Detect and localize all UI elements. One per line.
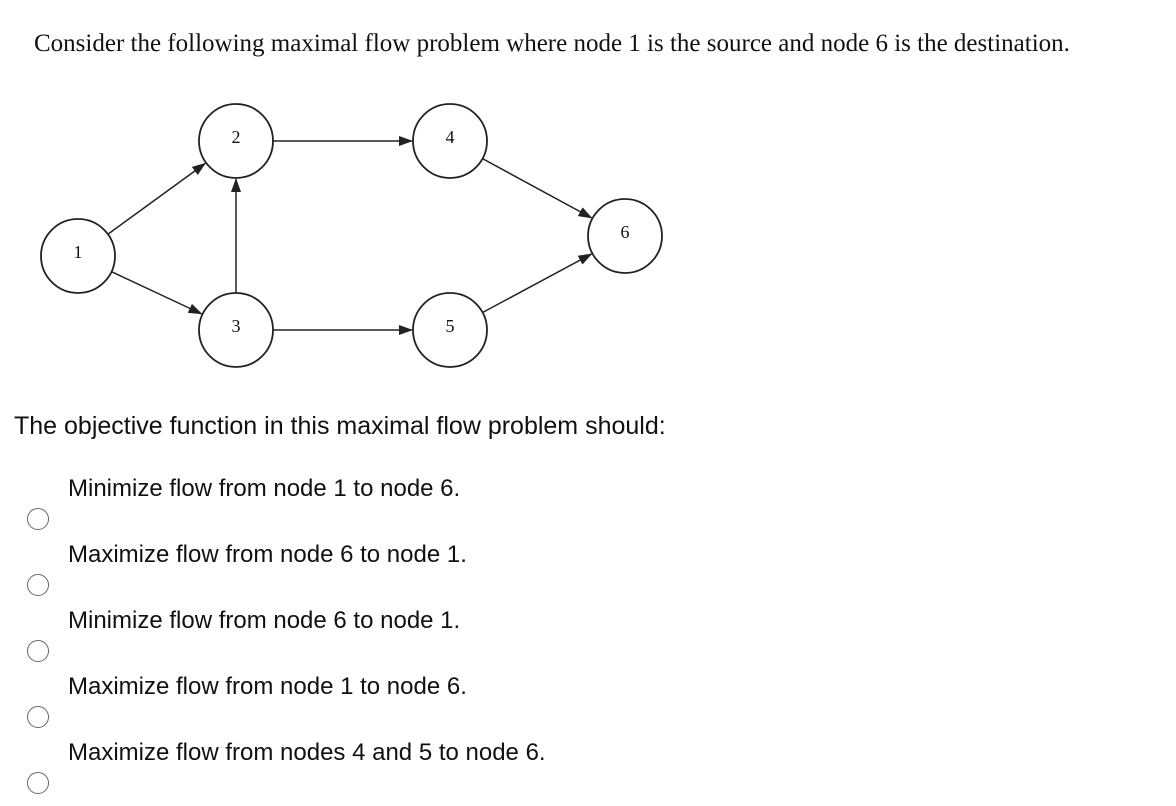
node-circle	[412, 103, 488, 179]
radio-button[interactable]	[27, 640, 49, 662]
node-label: 3	[232, 316, 241, 336]
option-label: Minimize flow from node 6 to node 1.	[68, 607, 461, 634]
node-1: 1	[40, 218, 116, 294]
edges-layer	[107, 136, 593, 335]
option-minimize-1-to-6[interactable]: Minimize flow from node 1 to node 6.	[0, 475, 700, 535]
option-maximize-6-to-1[interactable]: Maximize flow from node 6 to node 1.	[0, 541, 700, 601]
option-maximize-1-to-6[interactable]: Maximize flow from node 1 to node 6.	[0, 673, 700, 733]
node-label: 6	[621, 222, 630, 242]
question-intro: Consider the following maximal flow prob…	[34, 30, 1070, 57]
node-6: 6	[587, 198, 663, 274]
question-prompt: The objective function in this maximal f…	[14, 412, 666, 440]
option-label: Maximize flow from node 1 to node 6.	[68, 673, 467, 700]
network-diagram: 1 2 3 4 5 6	[40, 103, 663, 368]
edge-5-to-6	[482, 253, 593, 314]
option-label: Minimize flow from node 1 to node 6.	[68, 475, 461, 502]
node-circle	[198, 103, 274, 179]
option-label: Maximize flow from node 6 to node 1.	[68, 541, 467, 568]
edge-4-to-6	[482, 157, 593, 219]
node-5: 5	[412, 292, 488, 368]
node-label: 4	[446, 127, 455, 147]
node-label: 1	[74, 242, 83, 262]
radio-button[interactable]	[27, 706, 49, 728]
nodes-layer: 1 2 3 4 5 6	[40, 103, 663, 368]
node-label: 5	[446, 316, 455, 336]
option-minimize-6-to-1[interactable]: Minimize flow from node 6 to node 1.	[0, 607, 700, 667]
node-circle	[587, 198, 663, 274]
edge-1-to-3	[111, 271, 203, 315]
option-label: Maximize flow from nodes 4 and 5 to node…	[68, 739, 546, 766]
node-2: 2	[198, 103, 274, 179]
node-circle	[412, 292, 488, 368]
edge-1-to-2	[107, 162, 207, 235]
radio-button[interactable]	[27, 574, 49, 596]
node-label: 2	[232, 127, 241, 147]
node-circle	[198, 292, 274, 368]
node-circle	[40, 218, 116, 294]
radio-button[interactable]	[27, 508, 49, 530]
radio-button[interactable]	[27, 772, 49, 794]
node-4: 4	[412, 103, 488, 179]
node-3: 3	[198, 292, 274, 368]
option-maximize-4-5-to-6[interactable]: Maximize flow from nodes 4 and 5 to node…	[0, 739, 700, 799]
